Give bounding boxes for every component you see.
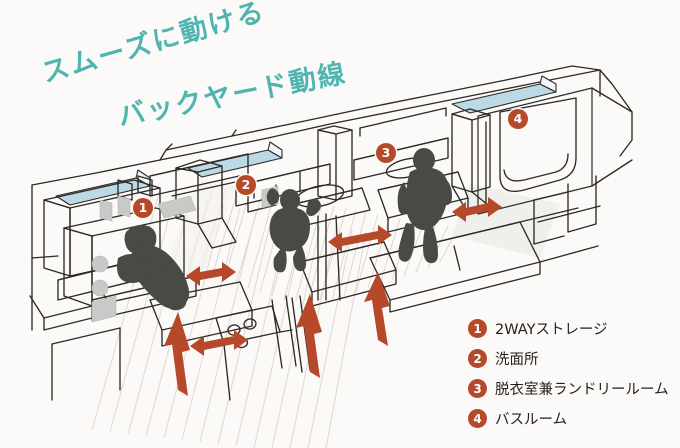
figure-washroom — [266, 188, 321, 273]
arrow-up-center — [296, 294, 322, 378]
plan-badge-1-number: 1 — [138, 199, 148, 215]
legend-item-4: 4 バスルーム — [468, 408, 678, 429]
window-glass-right — [451, 75, 557, 114]
figure-laundry — [397, 148, 452, 264]
legend-item-3: 3 脱衣室兼ランドリールーム — [468, 378, 678, 399]
arrow-wash-laundry — [190, 330, 248, 356]
plan-badge-4[interactable]: 4 — [508, 109, 528, 129]
arrow-storage-wash — [186, 262, 236, 286]
plan-badge-2[interactable]: 2 — [236, 175, 256, 195]
legend-item-1: 1 2WAYストレージ — [468, 318, 678, 339]
legend-label-3: 脱衣室兼ランドリールーム — [495, 382, 669, 398]
legend-label-2: 洗面所 — [495, 352, 539, 368]
legend-label-1: 2WAYストレージ — [495, 322, 608, 338]
plan-badge-1[interactable]: 1 — [133, 198, 153, 218]
plan-badge-3-number: 3 — [381, 144, 391, 160]
arrow-up-left — [164, 312, 190, 396]
legend-badge-4: 4 — [468, 409, 487, 428]
plan-badge-2-number: 2 — [241, 176, 251, 192]
legend-item-2: 2 洗面所 — [468, 348, 678, 369]
plan-badge-3[interactable]: 3 — [376, 143, 396, 163]
walls-and-fixtures — [29, 65, 633, 401]
plan-badge-4-number: 4 — [513, 110, 523, 126]
legend-badge-2: 2 — [468, 349, 487, 368]
legend-badge-2-number: 2 — [473, 351, 482, 366]
legend-badge-3: 3 — [468, 379, 487, 398]
arrow-bath-entry — [452, 197, 502, 222]
floor-boards — [91, 189, 367, 448]
legend-label-4: バスルーム — [495, 412, 568, 428]
legend-badge-4-number: 4 — [473, 411, 482, 426]
window-glass-center — [187, 141, 283, 178]
legend: 1 2WAYストレージ 2 洗面所 3 脱衣室兼ランドリールーム 4 バスルーム — [468, 318, 678, 438]
movement-arrows — [164, 197, 502, 396]
people-silhouettes — [117, 148, 452, 311]
arrow-up-right — [364, 272, 390, 346]
arrow-laundry-bath — [328, 225, 392, 252]
legend-badge-1: 1 — [468, 319, 487, 338]
legend-badge-3-number: 3 — [473, 381, 482, 396]
legend-badge-1-number: 1 — [473, 321, 482, 336]
figure-storage — [117, 224, 190, 311]
